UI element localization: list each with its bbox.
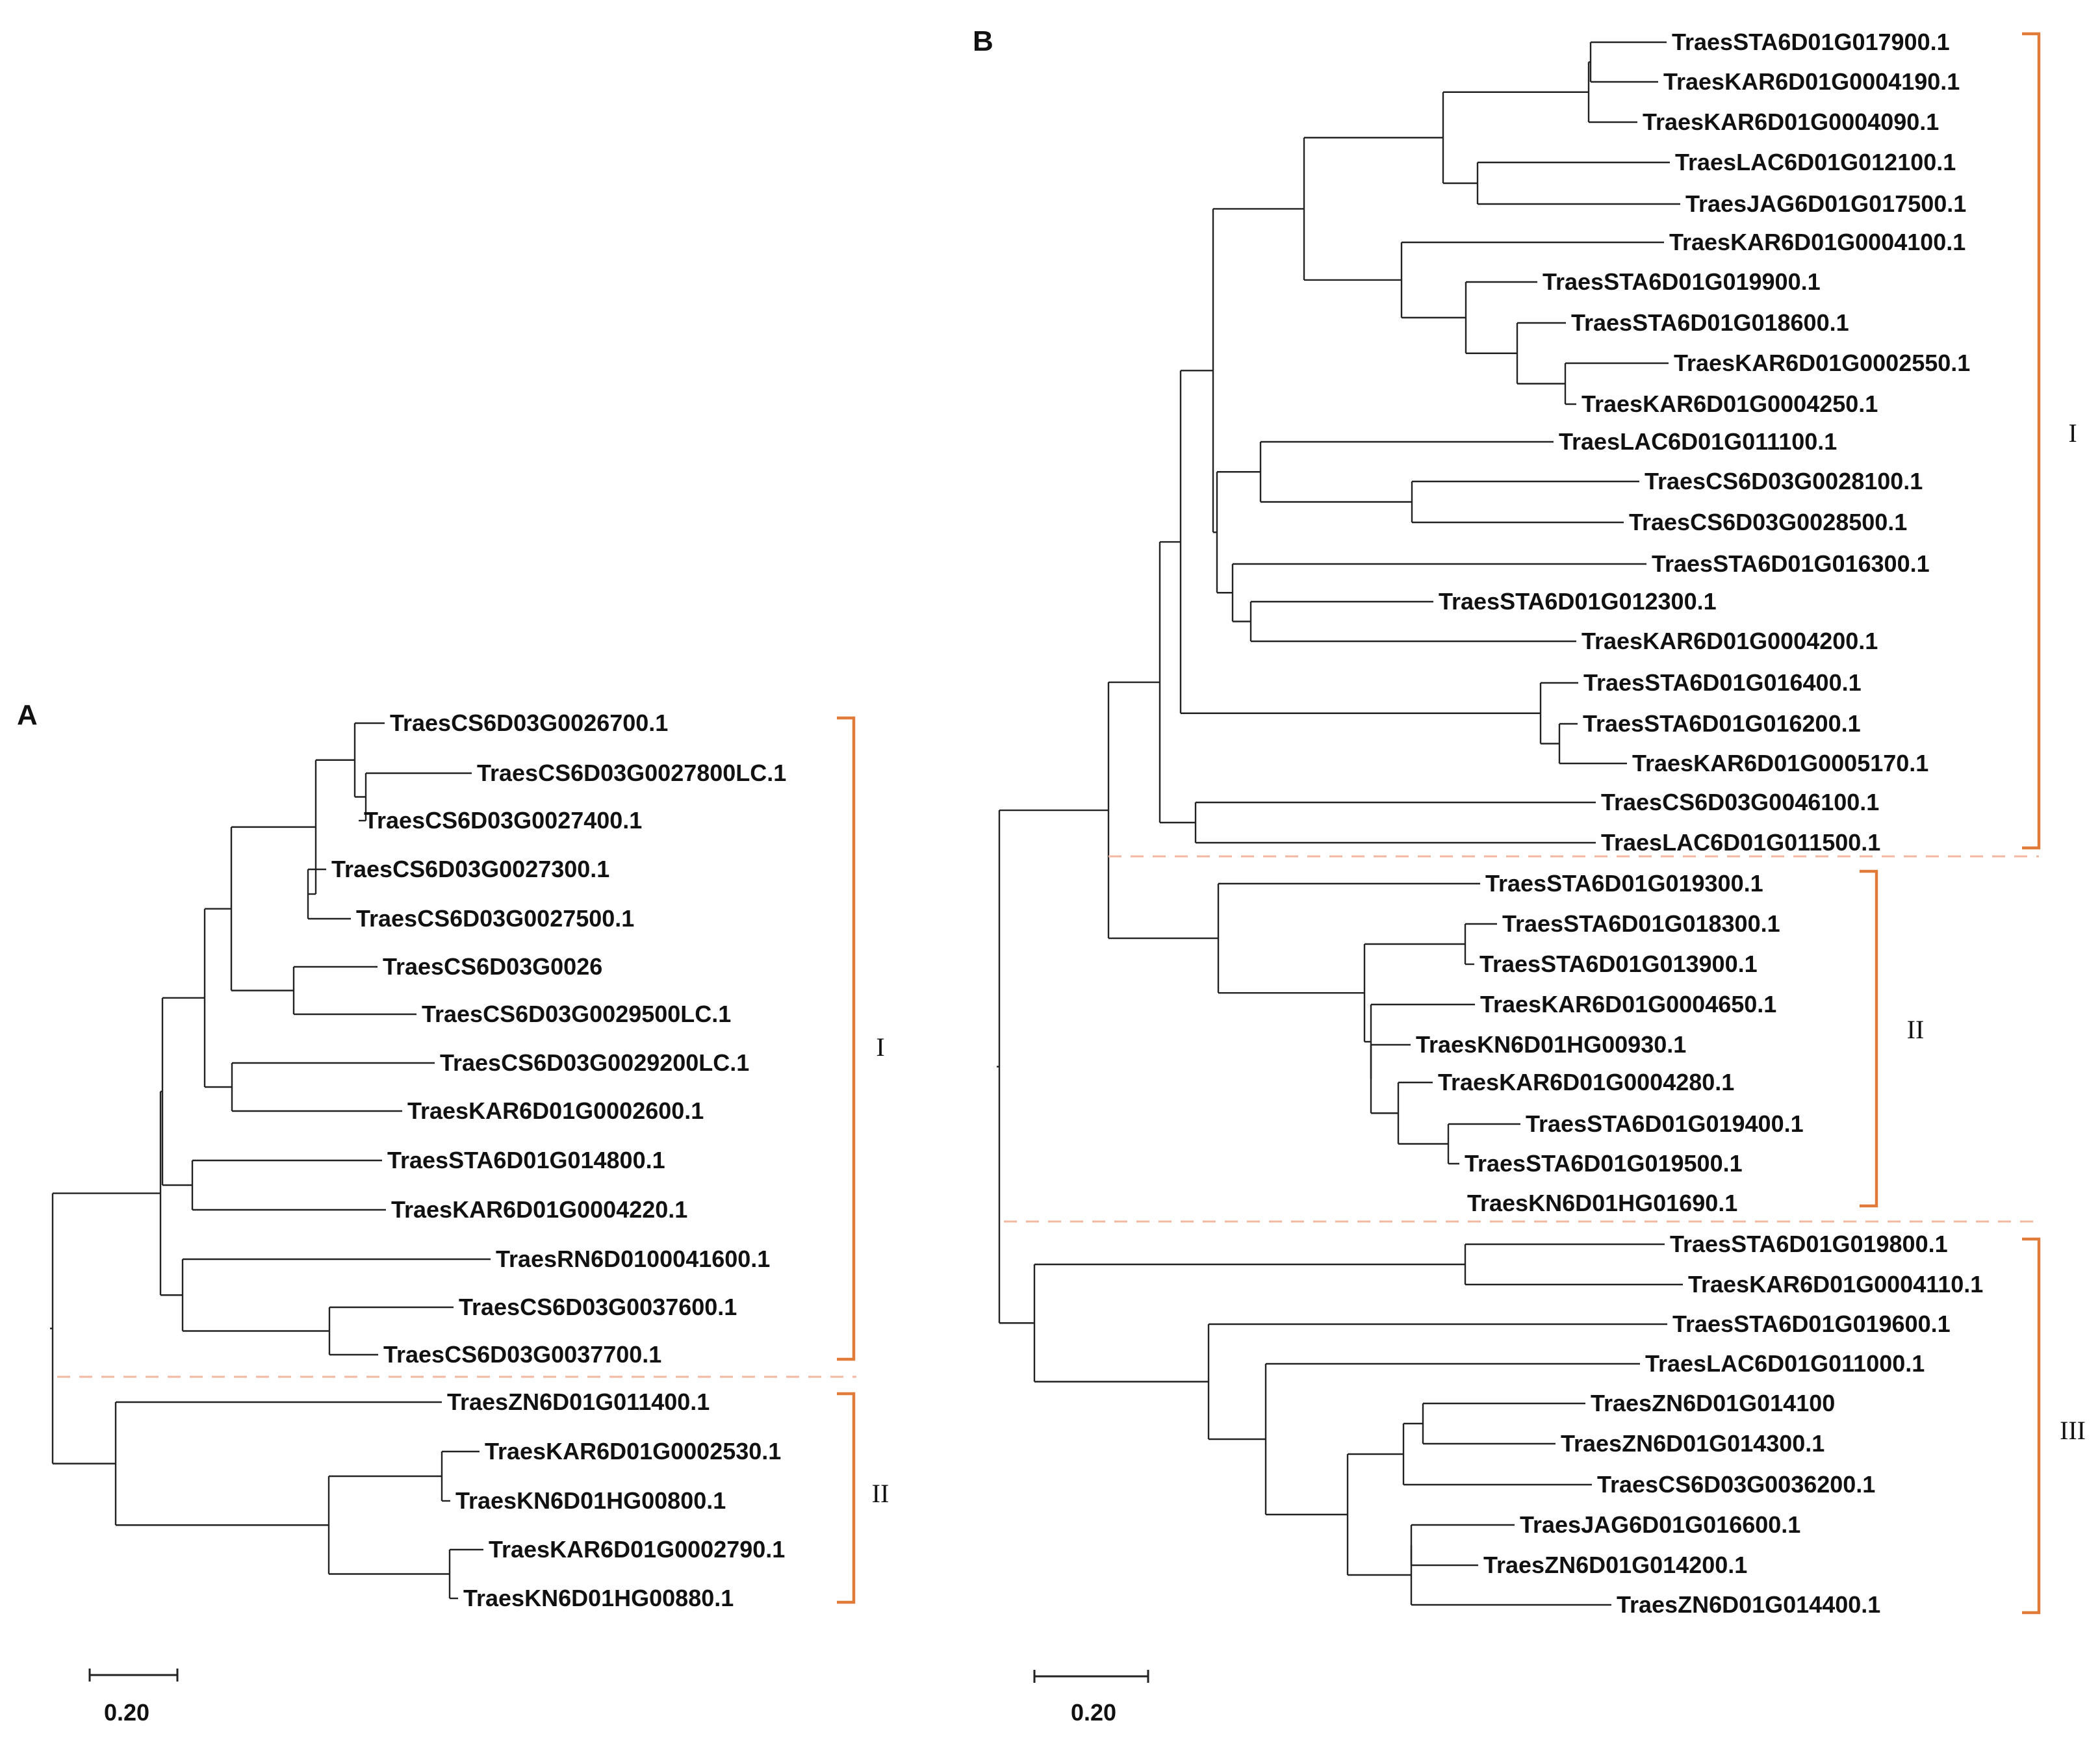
leaf-label: TraesSTA6D01G019400.1 [1526, 1110, 1804, 1137]
leaf-label: TraesCS6D03G0027500.1 [356, 905, 634, 932]
leaf-label: TraesJAG6D01G017500.1 [1685, 190, 1966, 217]
leaf-label: TraesKAR6D01G0004280.1 [1438, 1069, 1734, 1095]
leaf-label: TraesKAR6D01G0004220.1 [391, 1196, 687, 1223]
leaf-label: TraesCS6D03G0037600.1 [459, 1294, 737, 1320]
leaf-label: TraesJAG6D01G016600.1 [1520, 1511, 1800, 1538]
leaf-label: TraesZN6D01G014100 [1591, 1390, 1835, 1416]
leaf-label: TraesCS6D03G0028100.1 [1645, 468, 1923, 494]
leaf-label: TraesSTA6D01G017900.1 [1672, 29, 1950, 55]
clade-bracket [2022, 32, 2041, 850]
leaf-label: TraesKAR6D01G0004100.1 [1669, 229, 1966, 255]
leaf-label: TraesCS6D03G0036200.1 [1597, 1471, 1875, 1498]
leaf-label: TraesKAR6D01G0002550.1 [1674, 350, 1970, 376]
leaf-label: TraesKAR6D01G0002790.1 [489, 1536, 785, 1563]
leaf-label: TraesCS6D03G0027300.1 [331, 856, 609, 882]
panel-a-tree: TraesCS6D03G0026700.1TraesCS6D03G0027800… [17, 699, 889, 1726]
leaf-label: TraesSTA6D01G016200.1 [1583, 710, 1861, 737]
panel-label: A [17, 699, 38, 731]
leaf-label: TraesSTA6D01G016300.1 [1652, 550, 1930, 577]
clade-bracket [1860, 869, 1878, 1208]
leaf-label: TraesZN6D01G014400.1 [1617, 1591, 1880, 1618]
leaf-label: TraesKN6D01HG00880.1 [463, 1585, 734, 1611]
clade-label: I [2068, 418, 2077, 448]
leaf-label: TraesLAC6D01G011100.1 [1559, 428, 1837, 455]
leaf-label: TraesSTA6D01G018300.1 [1502, 910, 1780, 937]
leaf-label: TraesKN6D01HG00930.1 [1416, 1031, 1686, 1058]
leaf-label: TraesKAR6D01G0004200.1 [1581, 628, 1878, 654]
leaf-label: TraesZN6D01G014200.1 [1483, 1552, 1747, 1578]
leaf-label: TraesCS6D03G0046100.1 [1601, 789, 1879, 815]
leaf-label: TraesKAR6D01G0002600.1 [407, 1097, 704, 1124]
scale-bar-label: 0.20 [1071, 1699, 1116, 1726]
clade-label: I [876, 1032, 884, 1062]
leaf-label: TraesKN6D01HG00800.1 [455, 1487, 726, 1514]
leaf-label: TraesSTA6D01G013900.1 [1479, 951, 1758, 977]
leaf-label: TraesKAR6D01G0004650.1 [1480, 991, 1776, 1017]
leaf-label: TraesKAR6D01G0004090.1 [1643, 109, 1939, 135]
leaf-label: TraesSTA6D01G012300.1 [1439, 588, 1717, 615]
leaf-label: TraesKAR6D01G0005170.1 [1632, 750, 1928, 776]
leaf-label: TraesKAR6D01G0004190.1 [1663, 68, 1960, 95]
leaf-label: TraesKAR6D01G0004250.1 [1581, 390, 1878, 417]
leaf-label: TraesKN6D01HG01690.1 [1467, 1190, 1737, 1216]
leaf-label: TraesKAR6D01G0004110.1 [1688, 1271, 1983, 1298]
leaf-label: TraesLAC6D01G011000.1 [1645, 1350, 1925, 1377]
leaf-label: TraesCS6D03G0027400.1 [364, 807, 642, 834]
leaf-label: TraesSTA6D01G014800.1 [387, 1147, 665, 1173]
leaf-label: TraesCS6D03G0026700.1 [390, 710, 668, 736]
panel-b-tree: TraesSTA6D01G017900.1TraesKAR6D01G000419… [973, 25, 2086, 1726]
leaf-label: TraesCS6D03G0027800LC.1 [477, 760, 786, 786]
leaf-label: TraesSTA6D01G019900.1 [1543, 268, 1821, 295]
clade-bracket [2022, 1237, 2041, 1615]
clade-bracket [837, 716, 856, 1361]
leaf-label: TraesCS6D03G0029500LC.1 [422, 1001, 731, 1027]
leaf-label: TraesCS6D03G0029200LC.1 [440, 1049, 749, 1076]
leaf-label: TraesSTA6D01G019300.1 [1485, 870, 1763, 897]
clade-label: II [872, 1479, 890, 1508]
leaf-label: TraesCS6D03G0026 [383, 953, 602, 980]
leaf-label: TraesZN6D01G011400.1 [447, 1388, 710, 1415]
clade-bracket [837, 1392, 856, 1604]
clade-label: III [2060, 1416, 2086, 1445]
leaf-label: TraesSTA6D01G019800.1 [1670, 1231, 1948, 1257]
clade-label: II [1907, 1015, 1925, 1044]
leaf-label: TraesCS6D03G0028500.1 [1629, 509, 1907, 535]
leaf-label: TraesZN6D01G014300.1 [1561, 1430, 1825, 1457]
leaf-label: TraesCS6D03G0037700.1 [383, 1341, 661, 1368]
scale-bar-label: 0.20 [104, 1699, 149, 1726]
leaf-label: TraesKAR6D01G0002530.1 [485, 1438, 781, 1465]
leaf-label: TraesSTA6D01G019600.1 [1672, 1311, 1951, 1337]
leaf-label: TraesLAC6D01G012100.1 [1675, 149, 1956, 175]
leaf-label: TraesRN6D0100041600.1 [496, 1246, 770, 1272]
leaf-label: TraesSTA6D01G018600.1 [1571, 309, 1849, 336]
leaf-label: TraesSTA6D01G016400.1 [1583, 669, 1862, 696]
panel-label: B [973, 25, 993, 57]
leaf-label: TraesLAC6D01G011500.1 [1601, 829, 1880, 856]
leaf-label: TraesSTA6D01G019500.1 [1465, 1150, 1743, 1177]
